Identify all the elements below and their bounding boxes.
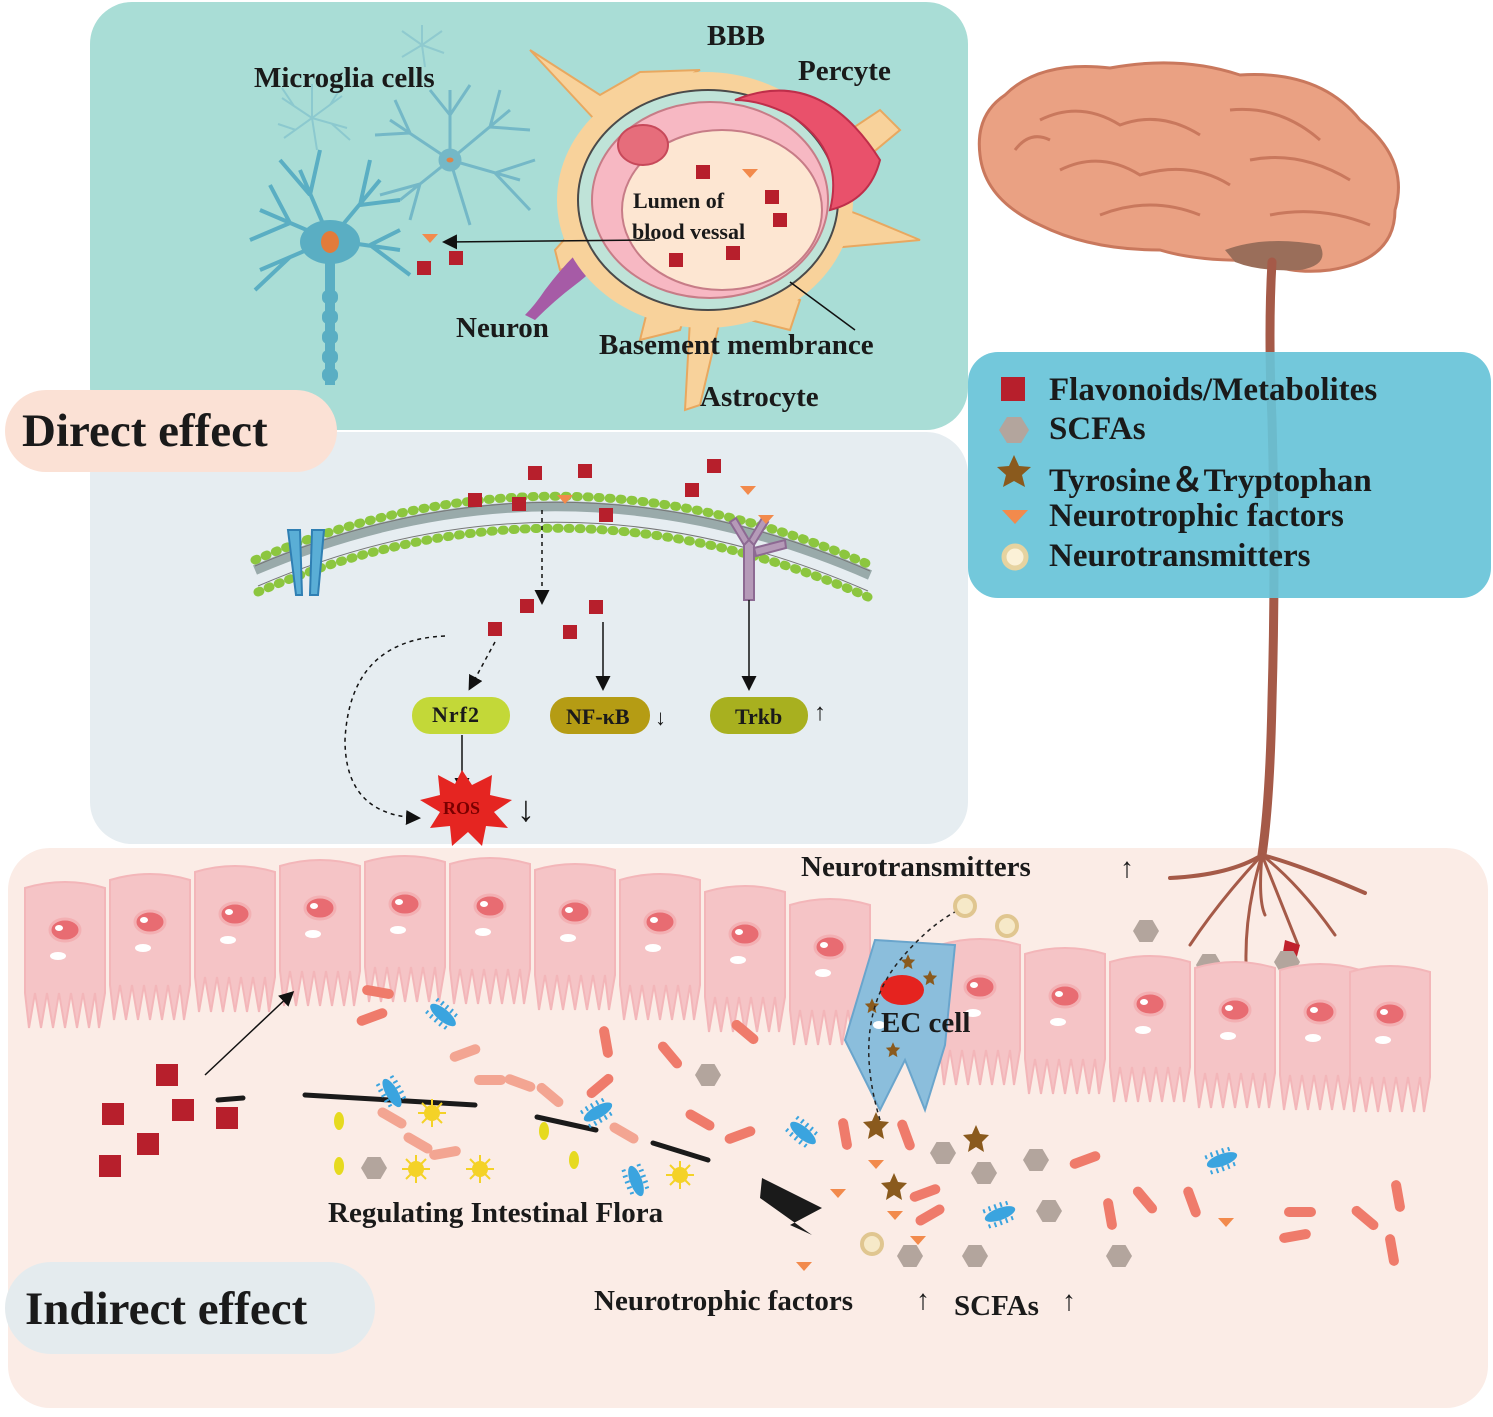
trkb-label: Trkb xyxy=(735,704,783,729)
microglia-label: Microglia cells xyxy=(254,62,435,94)
regulating-flora-label: Regulating Intestinal Flora xyxy=(328,1197,664,1229)
neurotransmitters-label: Neurotransmitters xyxy=(801,851,1031,883)
pericyte-label: Percyte xyxy=(798,55,891,87)
ec-cell xyxy=(843,938,957,1114)
indirect-effect-title: Indirect effect xyxy=(25,1283,308,1335)
legend-label-tyrosine: Tyrosine＆Tryptophan xyxy=(1049,463,1372,499)
nfkb-down-arrow: ↓ xyxy=(655,705,666,730)
bbb-label: BBB xyxy=(707,20,766,52)
neurotrophic-up-arrow: ↑ xyxy=(916,1285,930,1316)
indirect-effect-badge xyxy=(5,1262,375,1354)
scfas-label: SCFAs xyxy=(954,1290,1039,1322)
ros-down-arrow: ↓ xyxy=(517,789,535,829)
neurotrophic-factors-label: Neurotrophic factors xyxy=(594,1285,854,1317)
released-neurotransmitters xyxy=(953,894,1019,938)
endothelial-nucleus xyxy=(617,124,669,166)
nrf2-pill xyxy=(412,697,510,734)
basement-pointer xyxy=(789,281,856,331)
neuron-label: Neuron xyxy=(456,312,549,344)
ros-label: ROS xyxy=(443,798,481,818)
trkb-pill xyxy=(710,697,808,734)
gut-metabolites xyxy=(361,1064,1234,1271)
pericyte xyxy=(734,89,882,212)
nrf2-label: Nrf2 xyxy=(432,702,480,727)
nfkb-pill xyxy=(550,697,650,734)
basement-membrane-label: Basement membrance xyxy=(599,329,874,361)
microglia-cells xyxy=(277,25,536,226)
brain xyxy=(977,61,1400,273)
vessel-lumen xyxy=(621,129,823,291)
legend-label-flavonoids: Flavonoids/Metabolites xyxy=(1049,372,1378,408)
scfas-up-arrow: ↑ xyxy=(1062,1286,1076,1317)
bbb-cross-arrow xyxy=(442,234,656,250)
neuron-cell xyxy=(249,149,412,385)
nerve-synapse xyxy=(1133,920,1300,976)
lumen-label-line1: Lumen of xyxy=(633,188,725,213)
nfkb-label: NF-κB xyxy=(566,704,630,729)
absorption-arrow xyxy=(204,990,295,1076)
ec-cell-label: EC cell xyxy=(881,1007,971,1039)
mechanism-panel xyxy=(90,432,968,844)
flavonoid-cluster xyxy=(99,1064,238,1177)
legend-label-neurotransmitters: Neurotransmitters xyxy=(1049,538,1311,574)
brain-molecules xyxy=(417,234,463,275)
mucus-barrier xyxy=(215,1092,711,1163)
direct-effect-title: Direct effect xyxy=(22,405,268,457)
ros-burst xyxy=(420,770,512,846)
direct-effect-badge xyxy=(5,390,337,472)
legend-panel xyxy=(968,352,1491,598)
signal-arrows xyxy=(344,510,757,825)
neurotransmitters-up-arrow: ↑ xyxy=(1120,853,1134,884)
astrocyte-label: Astrocyte xyxy=(700,381,819,413)
intracellular-molecules xyxy=(488,599,603,639)
legend-label-neurotrophic: Neurotrophic factors xyxy=(1049,498,1344,534)
lumen-label-line2: blood vessal xyxy=(632,219,746,244)
membrane-channel xyxy=(286,529,326,596)
legend-label-scfas: SCFAs xyxy=(1049,411,1146,447)
trkb-up-arrow: ↑ xyxy=(814,700,826,726)
intestinal-epithelium xyxy=(23,854,1432,1114)
ec-release-arrow xyxy=(868,902,973,1121)
flora-effect-arrow xyxy=(760,1178,822,1235)
gut-microbiota xyxy=(334,984,1406,1267)
